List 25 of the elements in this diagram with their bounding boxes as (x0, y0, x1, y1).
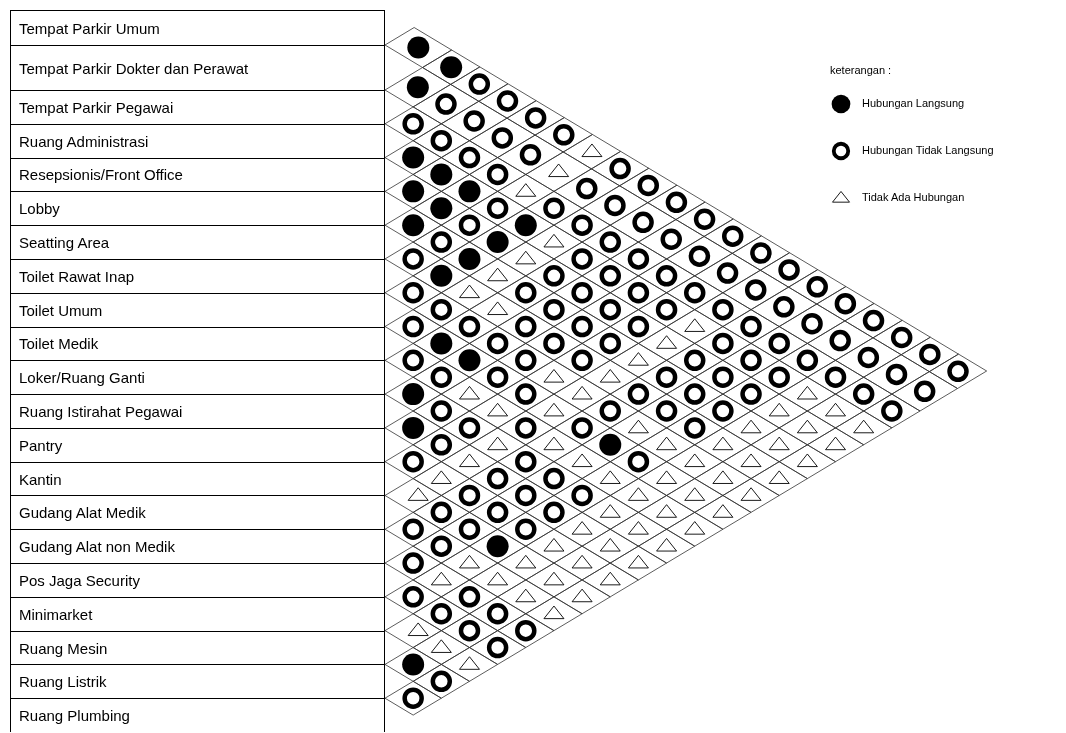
room-name-cell: Ruang Plumbing (10, 698, 385, 732)
room-name-cell: Toilet Rawat Inap (10, 258, 385, 293)
room-name-cell: Ruang Mesin (10, 630, 385, 665)
room-name-cell: Tempat Parkir Pegawai (10, 90, 385, 124)
legend-text: Hubungan Langsung (862, 97, 965, 109)
room-name-cell: Minimarket (10, 596, 385, 631)
room-name-cell: Toilet Medik (10, 326, 385, 361)
room-name-cell: Seatting Area (10, 225, 385, 259)
room-name-cell: Lobby (10, 191, 385, 226)
room-name-cell: Pos Jaga Security (10, 563, 385, 597)
room-name-cell: Pantry (10, 427, 385, 462)
room-name-cell: Ruang Listrik (10, 664, 385, 699)
room-name-cell: Gudang Alat Medik (10, 495, 385, 530)
legend-text: Hubungan Tidak Langsung (862, 144, 994, 156)
room-name-cell: Toilet Umum (10, 292, 385, 327)
legend-text: Tidak Ada Hubungan (862, 191, 965, 203)
room-name-cell: Kantin (10, 461, 385, 496)
room-name-cell: Gudang Alat non Medik (10, 529, 385, 564)
room-name-cell: Resepsionis/Front Office (10, 157, 385, 192)
room-name-cell: Ruang Istirahat Pegawai (10, 394, 385, 428)
room-name-cell: Ruang Administrasi (10, 123, 385, 158)
room-name-cell: Tempat Parkir Dokter dan Perawat (10, 45, 385, 90)
room-name-cell: Loker/Ruang Ganti (10, 360, 385, 395)
room-name-cell: Tempat Parkir Umum (10, 10, 385, 45)
legend-title: keterangan : (830, 64, 892, 76)
